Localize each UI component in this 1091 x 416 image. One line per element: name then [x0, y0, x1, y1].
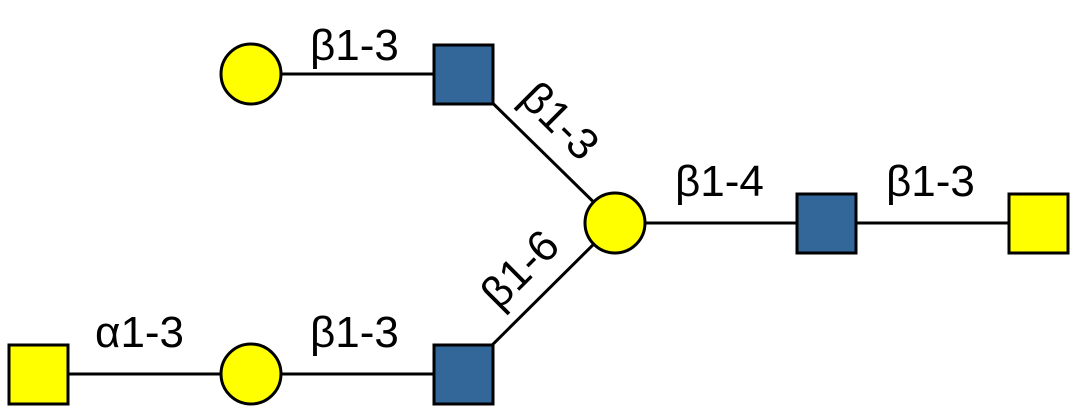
glcnac-upper-node — [432, 43, 495, 106]
gal-upper-node — [219, 42, 283, 106]
linkage-label: β1-3 — [310, 308, 399, 357]
linkage-label: β1-4 — [675, 157, 764, 206]
glcnac-lower-node — [432, 343, 495, 406]
linkage-label: β1-3 — [886, 157, 975, 206]
linkage-label: β1-3 — [310, 21, 399, 70]
gal-branch-node — [583, 191, 647, 255]
linkage-label: α1-3 — [95, 308, 184, 357]
linkage-label: β1-3 — [511, 72, 609, 170]
gal-lower-node — [219, 342, 283, 406]
galnac-root-node — [1007, 192, 1070, 255]
galnac-terminal-node — [7, 343, 70, 406]
linkage-label: β1-6 — [471, 221, 569, 319]
glcnac-3-node — [795, 192, 858, 255]
